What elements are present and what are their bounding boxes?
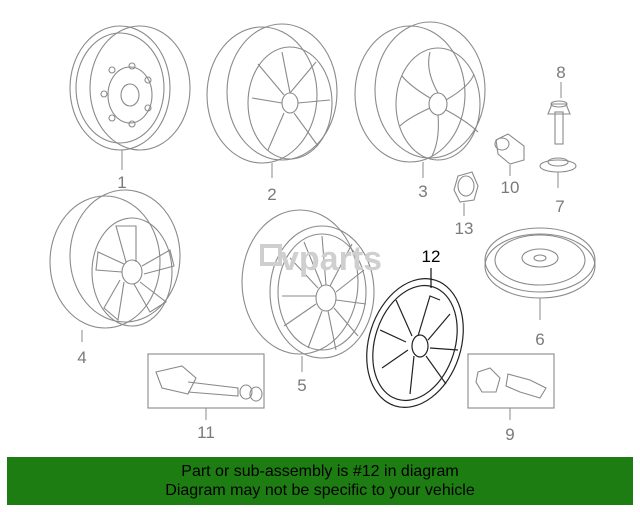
part-8-valve-stem[interactable] xyxy=(547,82,571,145)
part-7-center-cap[interactable] xyxy=(539,157,577,188)
part-9-tpms-service-kit[interactable] xyxy=(467,353,555,420)
part-6-spare-wheel[interactable] xyxy=(484,227,596,320)
part-5-multi-spoke-wheel[interactable] xyxy=(241,209,375,372)
callout-1: 1 xyxy=(117,173,126,192)
part-12-wheel-cover[interactable] xyxy=(351,266,479,420)
banner-line-2: Diagram may not be specific to your vehi… xyxy=(165,482,475,499)
info-banner: Part or sub-assembly is #12 in diagram D… xyxy=(7,457,633,505)
part-1-steel-wheel[interactable] xyxy=(69,25,191,170)
callout-4: 4 xyxy=(77,348,86,367)
svg-text:vparts: vparts xyxy=(280,240,382,278)
callout-9: 9 xyxy=(505,425,514,444)
callout-2: 2 xyxy=(267,185,276,204)
callout-13: 13 xyxy=(455,219,474,238)
callout-8: 8 xyxy=(556,63,565,82)
parts-diagram: 1 2 3 8 10 7 xyxy=(49,21,596,444)
part-2-alloy-wheel[interactable] xyxy=(206,23,338,178)
callout-11: 11 xyxy=(197,423,215,442)
callout-5: 5 xyxy=(297,376,306,395)
part-3-alloy-wheel[interactable] xyxy=(354,21,486,178)
callout-7: 7 xyxy=(555,197,564,216)
part-11-tpms-sensor[interactable] xyxy=(147,353,265,420)
callout-6: 6 xyxy=(535,330,544,349)
banner-line-1: Part or sub-assembly is #12 in diagram xyxy=(181,463,459,480)
part-10-lug-nut[interactable] xyxy=(494,133,525,176)
callout-12: 12 xyxy=(422,247,441,266)
part-4-alloy-wheel[interactable] xyxy=(49,189,181,342)
callout-3: 3 xyxy=(418,182,427,201)
watermark-logo: vparts xyxy=(260,240,382,278)
callout-10: 10 xyxy=(501,178,520,197)
part-13-cap[interactable] xyxy=(453,171,479,216)
